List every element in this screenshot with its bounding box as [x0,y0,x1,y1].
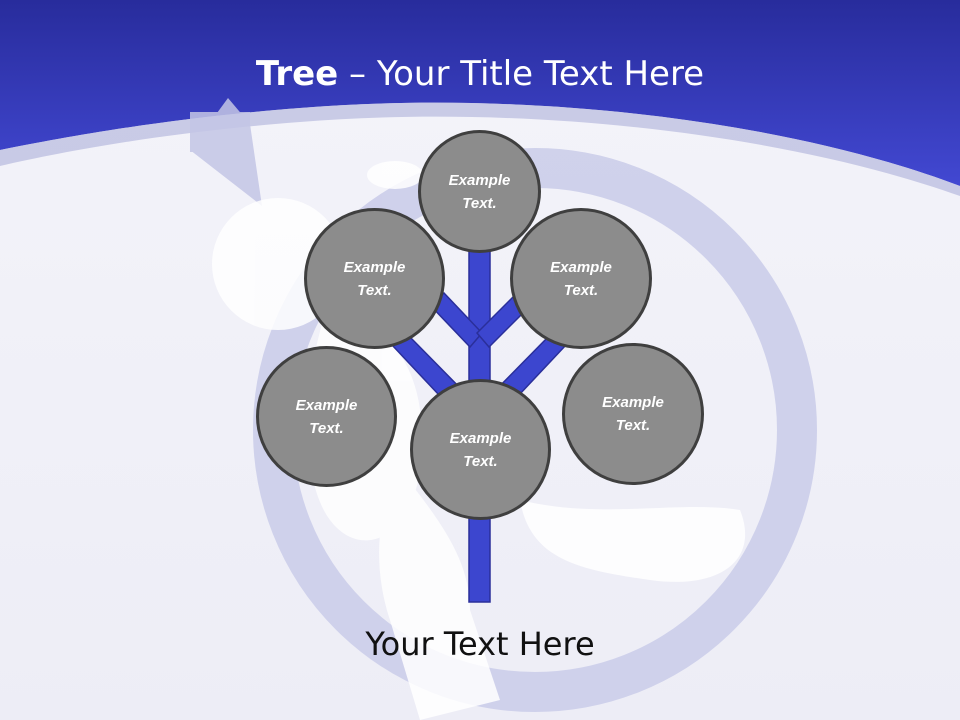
header-band [0,0,960,186]
slide-title-bold: Tree [255,54,339,94]
node-center: Example Text. [410,379,551,520]
node-top-label: Example Text. [448,171,511,212]
node-lower-left-label: Example Text. [295,396,358,437]
slide-title-rest: – Your Title Text Here [338,54,705,94]
node-top: Example Text. [418,130,541,253]
node-lower-right-label: Example Text. [602,394,664,434]
bottom-caption: Your Text Here [365,625,595,663]
node-upper-right-label: Example Text. [550,258,612,299]
node-upper-right: Example Text. [510,208,652,349]
node-upper-left: Example Text. [304,208,445,349]
slide-title: Tree – Your Title Text Here [0,52,960,96]
node-upper-left-label: Example Text. [343,258,406,299]
node-center-label: Example Text. [449,429,512,470]
node-lower-right: Example Text. [562,343,704,485]
node-lower-left: Example Text. [256,346,397,487]
